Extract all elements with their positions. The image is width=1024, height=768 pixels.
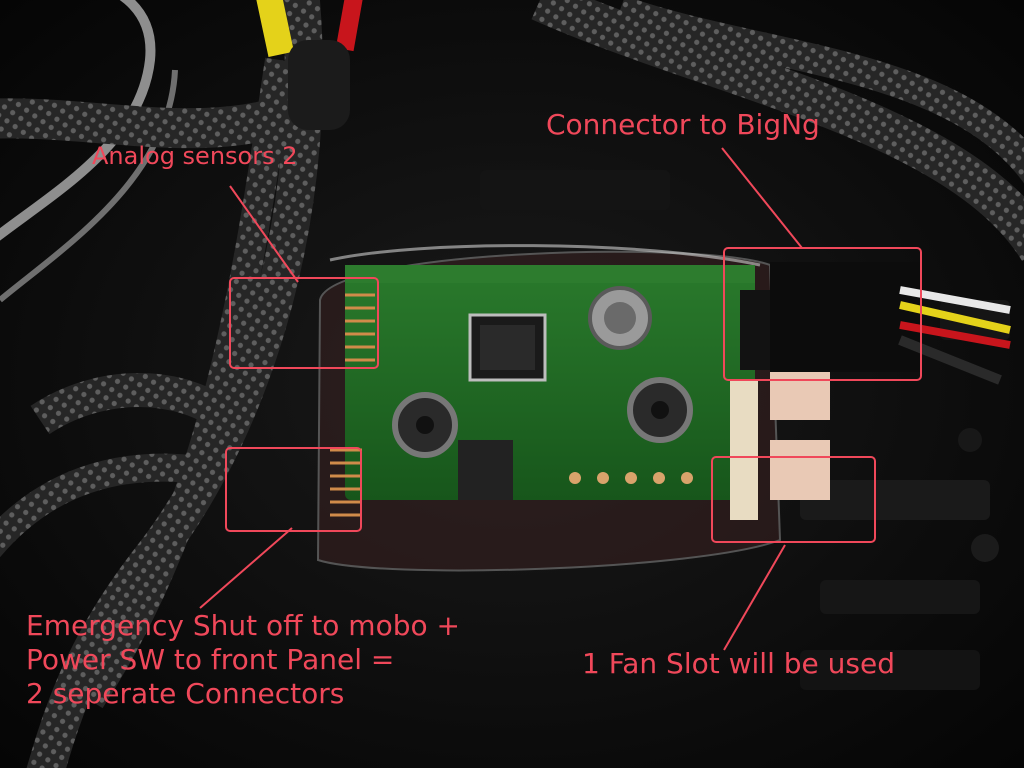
annotation-analog-sensors: Analog sensors 2 [92, 142, 298, 170]
annotation-emergency: Emergency Shut off to mobo + Power SW to… [26, 609, 460, 711]
case-hole [958, 428, 982, 452]
box-emergency [225, 447, 362, 532]
fan-plug [770, 440, 830, 500]
sleeved-cable [77, 57, 295, 709]
solder-pads [569, 472, 693, 484]
leader-analog [229, 185, 299, 283]
fan-header [730, 380, 758, 520]
leader-bigng [721, 147, 803, 249]
sleeved-cable [614, 0, 1024, 184]
pcb-board [345, 265, 755, 500]
yellow-wire [256, 0, 294, 58]
box-bigng [723, 247, 922, 381]
annotation-line: 2 seperate Connectors [26, 677, 345, 710]
sleeved-cable [30, 373, 241, 435]
box-fan-slot [711, 456, 876, 543]
leader-fan [723, 544, 786, 651]
annotation-fan-slot: 1 Fan Slot will be used [582, 647, 895, 680]
annotation-connector-bigng: Connector to BigNg [546, 108, 820, 141]
annotation-boxes [225, 247, 922, 543]
black-wire [898, 335, 1002, 385]
sleeved-cable [531, 0, 1024, 262]
case-slot [820, 580, 980, 614]
heat-shrink [288, 40, 350, 130]
yellow-wire [899, 301, 1011, 334]
silver-cable [0, 0, 156, 241]
sleeved-cable [0, 91, 308, 149]
red-wire [899, 321, 1011, 349]
red-wire [335, 0, 364, 52]
pin-header-left [330, 293, 375, 517]
fan-plug [770, 370, 830, 420]
annotation-line: Emergency Shut off to mobo + [26, 609, 460, 642]
case-slot [800, 480, 990, 520]
white-wire [899, 286, 1011, 314]
header-connector [740, 290, 770, 370]
box-analog-sensors [229, 277, 379, 369]
case-slot [800, 650, 980, 690]
cable-plug [770, 262, 920, 372]
sleeved-cable [0, 453, 202, 558]
annotation-line: Power SW to front Panel = [26, 643, 395, 676]
leader-emergency [199, 527, 293, 609]
case-slot [480, 170, 670, 210]
regulator-chip [458, 440, 513, 500]
annotation-leaders [199, 147, 803, 651]
case-hole [971, 534, 999, 562]
